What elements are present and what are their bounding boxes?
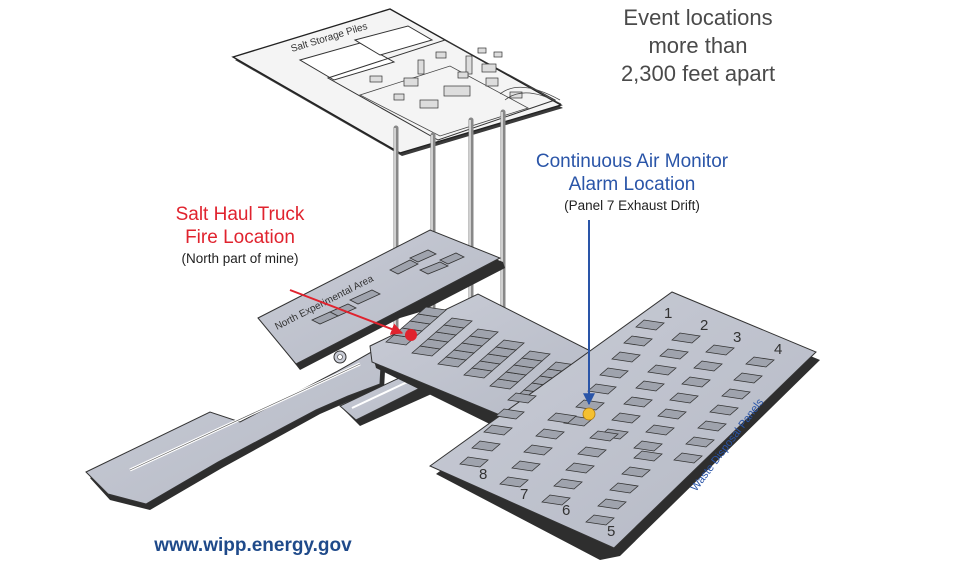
- disposal-room: [589, 430, 619, 442]
- cam-alarm-location-marker: [582, 407, 596, 421]
- disposal-room: [635, 380, 665, 392]
- disposal-room: [669, 392, 699, 404]
- panel-number-5: 5: [607, 523, 615, 540]
- disposal-room: [681, 376, 711, 388]
- disposal-room: [609, 482, 639, 494]
- panel-number-6: 6: [562, 502, 570, 519]
- disposal-room: [733, 372, 763, 384]
- disposal-room: [523, 444, 553, 456]
- disposal-room: [547, 412, 577, 424]
- disposal-room: [611, 351, 641, 363]
- panel-number-2: 2: [700, 317, 708, 334]
- cam-event-subtitle: (Panel 7 Exhaust Drift): [564, 198, 700, 213]
- disposal-room: [499, 476, 529, 488]
- disposal-room: [597, 498, 627, 510]
- disposal-room: [483, 424, 513, 436]
- panel-number-3: 3: [733, 329, 741, 346]
- disposal-room: [671, 332, 701, 344]
- disposal-room: [621, 466, 651, 478]
- disposal-room: [585, 514, 615, 526]
- cam-title-line2: Alarm Location: [568, 174, 696, 195]
- website-link[interactable]: www.wipp.energy.gov: [154, 535, 352, 556]
- north-experimental-area: North Experimental Area: [257, 229, 505, 370]
- crosscut-pillar: [469, 328, 499, 340]
- disposal-room: [553, 478, 583, 490]
- panel-numbers: 1 2 3 4 5 6 7 8: [479, 305, 782, 540]
- distance-note-line2: more than: [648, 33, 748, 58]
- disposal-room: [659, 348, 689, 360]
- disposal-room: [693, 360, 723, 372]
- disposal-room: [635, 319, 665, 331]
- disposal-room: [471, 440, 501, 452]
- disposal-room: [697, 420, 727, 432]
- crosscut-pillar: [521, 350, 551, 362]
- disposal-room: [623, 396, 653, 408]
- fire-event-subtitle: (North part of mine): [181, 251, 299, 266]
- disposal-room: [745, 356, 775, 368]
- disposal-room: [647, 364, 677, 376]
- surface-facility-plate: Salt Storage Piles: [231, 8, 563, 156]
- panel-number-4: 4: [774, 341, 782, 358]
- disposal-room: [577, 446, 607, 458]
- waste-disposal-panels-area: Waste Disposal Panels: [429, 291, 820, 560]
- distance-note-line3: 2,300 feet apart: [620, 61, 776, 86]
- fire-leader-arrow: [289, 289, 404, 335]
- cam-title-line1: Continuous Air Monitor: [535, 151, 729, 172]
- disposal-room: [721, 388, 751, 400]
- fire-location-marker: [405, 329, 417, 341]
- disposal-room: [623, 335, 653, 347]
- distance-note: Event locations more than 2,300 feet apa…: [598, 4, 798, 88]
- disposal-room: [459, 456, 489, 468]
- fire-title-line2: Fire Location: [185, 227, 295, 248]
- disposal-room: [495, 408, 525, 420]
- crosscut-pillar: [495, 339, 525, 351]
- disposal-room: [611, 412, 641, 424]
- disposal-room: [565, 462, 595, 474]
- disposal-room: [633, 450, 663, 462]
- panel-number-1: 1: [664, 305, 672, 322]
- crosscut-pillar: [417, 306, 447, 318]
- disposal-room: [709, 404, 739, 416]
- cam-event-title: Continuous Air Monitor Alarm Location: [512, 150, 752, 196]
- panel-number-8: 8: [479, 466, 487, 483]
- disposal-room: [645, 424, 675, 436]
- panel-number-7: 7: [520, 486, 528, 503]
- disposal-room: [633, 440, 663, 452]
- disposal-room: [685, 436, 715, 448]
- crosscut-pillar: [443, 317, 473, 329]
- disposal-room: [587, 383, 617, 395]
- distance-note-line1: Event locations: [623, 5, 773, 30]
- west-access-corridor: [85, 345, 386, 510]
- disposal-room: [507, 392, 537, 404]
- disposal-room: [705, 344, 735, 356]
- fire-event-title: Salt Haul Truck Fire Location: [140, 203, 340, 249]
- disposal-room: [541, 494, 571, 506]
- disposal-room: [657, 408, 687, 420]
- disposal-room: [599, 367, 629, 379]
- disposal-room: [511, 460, 541, 472]
- fire-title-line1: Salt Haul Truck: [175, 204, 305, 225]
- disposal-room: [673, 452, 703, 464]
- disposal-room: [535, 428, 565, 440]
